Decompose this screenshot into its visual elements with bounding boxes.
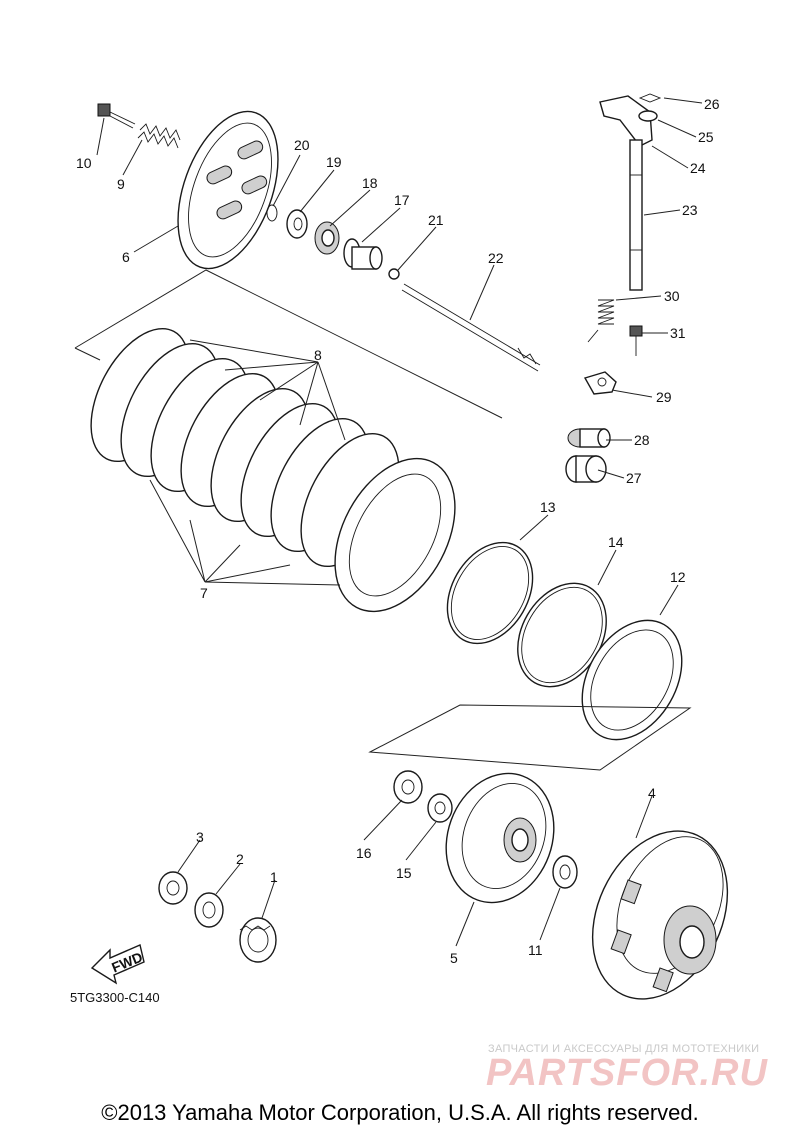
clutch-plate-part-12 bbox=[581, 619, 683, 741]
circlip-part-20 bbox=[266, 204, 278, 222]
part-label-27: 27 bbox=[626, 470, 642, 486]
part-label-13: 13 bbox=[540, 499, 556, 515]
part-label-14: 14 bbox=[608, 534, 624, 550]
part-label-15: 15 bbox=[396, 865, 412, 881]
pressure-plate-part-6 bbox=[177, 110, 279, 270]
o-ring-part-13 bbox=[446, 541, 534, 645]
washer-part-19 bbox=[286, 209, 308, 239]
part-label-5: 5 bbox=[450, 950, 458, 966]
push-lever-shaft-part-23 bbox=[599, 95, 653, 291]
part-label-16: 16 bbox=[356, 845, 372, 861]
part-label-7: 7 bbox=[200, 585, 208, 601]
part-label-11: 11 bbox=[528, 942, 543, 958]
part-label-9: 9 bbox=[117, 176, 125, 192]
part-label-21: 21 bbox=[428, 212, 444, 228]
part-label-1: 1 bbox=[270, 869, 278, 885]
collar-part-27 bbox=[565, 455, 607, 483]
washer-part-11 bbox=[552, 855, 578, 889]
nut-part-3 bbox=[158, 871, 188, 905]
part-label-2: 2 bbox=[236, 851, 244, 867]
part-label-10: 10 bbox=[76, 155, 92, 171]
washer-part-2 bbox=[194, 892, 224, 928]
watermark-subtitle: ЗАПЧАСТИ И АКСЕССУАРЫ ДЛЯ МОТОТЕХНИКИ bbox=[488, 1043, 760, 1055]
lock-washer-part-15 bbox=[427, 793, 453, 823]
part-label-8: 8 bbox=[314, 347, 322, 363]
nut-part-16 bbox=[393, 770, 423, 804]
part-label-4: 4 bbox=[648, 785, 656, 801]
part-label-19: 19 bbox=[326, 154, 342, 170]
part-label-26: 26 bbox=[704, 96, 720, 112]
bearing-part-18 bbox=[314, 221, 340, 255]
part-label-3: 3 bbox=[196, 829, 204, 845]
bracket-part-29 bbox=[583, 371, 617, 395]
clutch-housing-part-4 bbox=[591, 830, 729, 1000]
o-ring-inner-13 bbox=[450, 546, 530, 640]
o-ring-inner-14 bbox=[521, 586, 603, 684]
part-label-28: 28 bbox=[634, 432, 650, 448]
watermark-logo: PARTSFOR.RU bbox=[486, 1052, 768, 1094]
bearing-part-28 bbox=[567, 428, 611, 448]
part-label-22: 22 bbox=[488, 250, 504, 266]
friction-and-clutch-plates-part-7-8 bbox=[90, 328, 456, 613]
forward-arrow-icon: FWD bbox=[90, 944, 145, 985]
push-piece-part-17 bbox=[343, 238, 383, 270]
part-label-12: 12 bbox=[670, 569, 686, 585]
diagram-code: 5TG3300-C140 bbox=[70, 990, 160, 1005]
part-label-23: 23 bbox=[682, 202, 698, 218]
part-label-31: 31 bbox=[670, 325, 686, 341]
svg-text:FWD: FWD bbox=[109, 949, 145, 976]
copyright-notice: ©2013 Yamaha Motor Corporation, U.S.A. A… bbox=[101, 1100, 699, 1125]
part-label-25: 25 bbox=[698, 129, 714, 145]
clip-part-26 bbox=[638, 93, 662, 103]
part-label-20: 20 bbox=[294, 137, 310, 153]
bolt-part-31 bbox=[629, 325, 643, 356]
clutch-boss-part-5 bbox=[445, 772, 555, 904]
part-label-30: 30 bbox=[664, 288, 680, 304]
part-label-29: 29 bbox=[656, 389, 672, 405]
washer-part-25 bbox=[638, 110, 658, 122]
gear-part-1 bbox=[239, 917, 277, 963]
push-rod-part-22 bbox=[401, 283, 541, 372]
ball-part-21 bbox=[388, 268, 400, 280]
spring-part-9 bbox=[137, 123, 181, 149]
part-label-17: 17 bbox=[394, 192, 410, 208]
bolt-part-10 bbox=[97, 103, 136, 129]
part-label-24: 24 bbox=[690, 160, 706, 176]
part-label-6: 6 bbox=[122, 249, 130, 265]
part-label-18: 18 bbox=[362, 175, 378, 191]
spring-part-30 bbox=[587, 299, 615, 343]
